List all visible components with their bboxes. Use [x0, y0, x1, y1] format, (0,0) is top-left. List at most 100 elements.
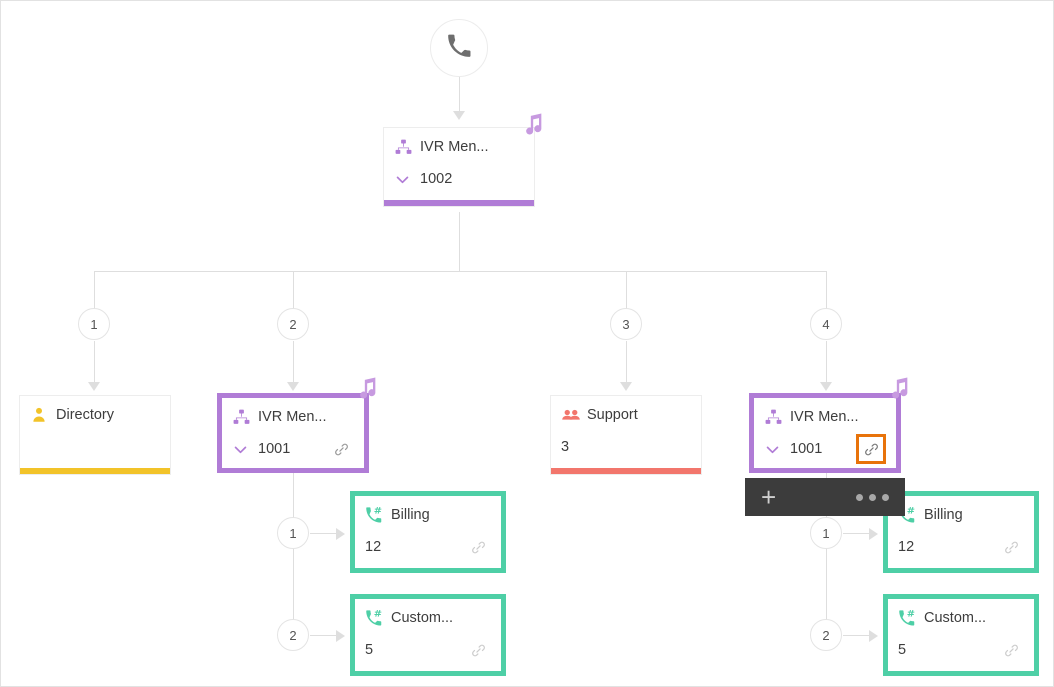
- link-icon[interactable]: [465, 534, 491, 560]
- sub-branch-index-left-2[interactable]: 2: [277, 619, 309, 651]
- branch-index-1[interactable]: 1: [78, 308, 110, 340]
- arrow-idx3: [620, 382, 632, 391]
- branch-index-4[interactable]: 4: [810, 308, 842, 340]
- connector-bus-to-idx-4: [826, 271, 827, 309]
- node-title: IVR Men...: [790, 409, 859, 425]
- link-icon[interactable]: [998, 534, 1024, 560]
- branch-index-3[interactable]: 3: [610, 308, 642, 340]
- sub-branch-index-right-2[interactable]: 2: [810, 619, 842, 651]
- node-custom-right[interactable]: Custom... 5: [883, 594, 1039, 676]
- branch-index-2[interactable]: 2: [277, 308, 309, 340]
- connector-bus-to-idx-3: [626, 271, 627, 309]
- node-extension: 3: [561, 439, 570, 455]
- node-ext-row: 1001: [754, 432, 896, 466]
- node-title-row: IVR Men...: [384, 128, 534, 162]
- node-directory[interactable]: Directory: [19, 395, 171, 475]
- phone-hash-icon: [365, 505, 391, 525]
- arrow-root-to-menu: [453, 111, 465, 120]
- more-dots-icon[interactable]: [856, 493, 889, 501]
- sub-branch-index-left-1[interactable]: 1: [277, 517, 309, 549]
- node-billing-right[interactable]: Billing 12: [883, 491, 1039, 573]
- connector-right-sub-spine: [826, 468, 827, 648]
- node-extension: 1001: [790, 441, 823, 457]
- branch-index-label: 1: [822, 525, 830, 541]
- node-ext-row: 1001: [222, 432, 364, 466]
- link-icon[interactable]: [465, 637, 491, 663]
- node-support[interactable]: Support 3: [550, 395, 702, 475]
- connector-horizontal-bus: [94, 271, 827, 272]
- node-ivr-menu-left[interactable]: IVR Men... 1001: [217, 377, 376, 473]
- phone-hash-icon: [898, 608, 924, 628]
- phone-hash-icon: [365, 608, 391, 628]
- branch-index-label: 2: [289, 627, 297, 643]
- branch-index-label: 1: [90, 316, 98, 332]
- node-accent-bar: [20, 468, 170, 474]
- sub-branch-index-right-1[interactable]: 1: [810, 517, 842, 549]
- connector-left-sub1: [310, 533, 338, 534]
- node-ext-row: 12: [355, 530, 501, 564]
- arrow-right-sub2: [869, 630, 878, 642]
- connector-idx2-to-node: [293, 341, 294, 386]
- node-extension: 1002: [420, 171, 453, 187]
- node-extension: 5: [365, 642, 374, 658]
- node-ext-row: [20, 430, 170, 464]
- connector-idx1-to-node: [94, 341, 95, 386]
- branch-index-label: 3: [622, 316, 630, 332]
- node-title: Directory: [56, 407, 115, 423]
- node-extension: 12: [365, 539, 382, 555]
- arrow-idx1: [88, 382, 100, 391]
- node-title-row: Directory: [20, 396, 170, 430]
- connector-left-sub-spine: [293, 468, 294, 648]
- root-call-node[interactable]: [430, 19, 488, 77]
- connector-bus-to-idx-2: [293, 271, 294, 309]
- node-title: Custom...: [924, 610, 987, 626]
- connector-left-sub2: [310, 635, 338, 636]
- node-ext-row: 3: [551, 430, 701, 464]
- link-icon[interactable]: [328, 436, 354, 462]
- group-icon: [561, 405, 587, 425]
- ivr-hierarchy-icon: [394, 138, 420, 157]
- connector-menu-down: [459, 212, 460, 272]
- node-ivr-menu-right[interactable]: IVR Men... 1001: [749, 377, 908, 473]
- arrow-left-sub2: [336, 630, 345, 642]
- link-icon[interactable]: [998, 637, 1024, 663]
- node-title: Custom...: [391, 610, 454, 626]
- node-ext-row: 5: [888, 633, 1034, 667]
- phone-handset-icon: [446, 33, 472, 64]
- node-title-row: IVR Men...: [754, 398, 896, 432]
- ivr-hierarchy-icon: [232, 408, 258, 427]
- node-ext-row: 1002: [384, 162, 534, 196]
- node-title: IVR Men...: [420, 139, 489, 155]
- connector-root-to-menu: [459, 77, 460, 112]
- node-title: IVR Men...: [258, 409, 327, 425]
- connector-right-sub2: [843, 635, 871, 636]
- chevron-down-icon[interactable]: [394, 171, 420, 188]
- node-title-row: Custom...: [355, 599, 501, 633]
- plus-icon[interactable]: +: [761, 482, 777, 512]
- connector-idx3-to-node: [626, 341, 627, 386]
- node-extension: 12: [898, 539, 915, 555]
- node-ext-row: 5: [355, 633, 501, 667]
- connector-right-sub1: [843, 533, 871, 534]
- node-title-row: Billing: [888, 496, 1034, 530]
- chevron-down-icon[interactable]: [232, 441, 258, 458]
- node-title-row: Billing: [355, 496, 501, 530]
- node-ext-row: 12: [888, 530, 1034, 564]
- arrow-left-sub1: [336, 528, 345, 540]
- branch-index-label: 2: [822, 627, 830, 643]
- node-title: Billing: [924, 507, 963, 523]
- node-accent-bar: [551, 468, 701, 474]
- node-custom-left[interactable]: Custom... 5: [350, 594, 506, 676]
- link-icon-highlighted[interactable]: [856, 434, 886, 464]
- node-title: Billing: [391, 507, 430, 523]
- branch-index-label: 4: [822, 316, 830, 332]
- node-action-toolbar[interactable]: +: [745, 478, 905, 516]
- node-billing-left[interactable]: Billing 12: [350, 491, 506, 573]
- node-title-row: IVR Men...: [222, 398, 364, 432]
- node-ivr-menu-root[interactable]: IVR Men... 1002: [383, 113, 542, 207]
- branch-index-label: 1: [289, 525, 297, 541]
- chevron-down-icon[interactable]: [764, 441, 790, 458]
- ivr-hierarchy-icon: [764, 408, 790, 427]
- connector-idx4-to-node: [826, 341, 827, 386]
